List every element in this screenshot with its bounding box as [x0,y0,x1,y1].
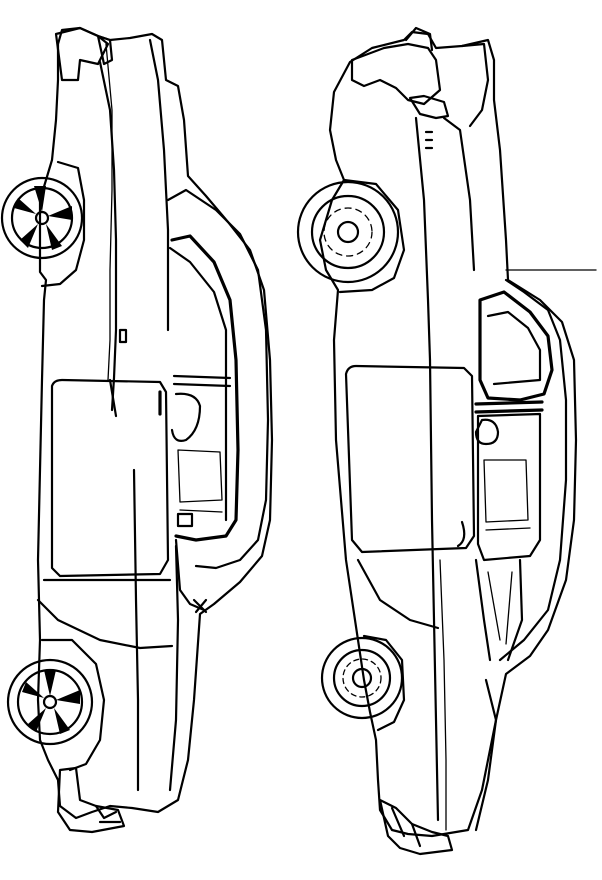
left-car-b-pillar [172,374,232,388]
right-car-hood-line [414,116,432,362]
right-car-rear-bumper [378,798,454,856]
left-car-rear-wheel [6,658,94,746]
right-car-rear-fender [356,558,440,630]
right-car-b-pillar [474,400,544,414]
left-car-front-wheel [0,176,84,260]
right-car-seat [483,459,531,531]
right-car [296,26,597,856]
right-car-grille [408,94,450,120]
left-car-rear-emblem [192,598,208,614]
right-car-rear-glass-lines [487,571,513,645]
right-car-roof [498,278,568,662]
left-car-body-outline [36,26,274,820]
right-car-front-bumper [350,42,442,106]
right-car-rear-window [476,412,542,562]
right-car-hood-line-2 [442,116,476,272]
left-car-hood-line [98,60,118,412]
left-car-rear-wheel-arch [40,638,106,772]
right-car-side-trim-2 [439,559,447,831]
right-car-rear-deck [474,558,524,662]
right-car-front-arch [338,178,406,294]
right-car-side-trim [428,358,440,822]
right-car-steering [474,418,500,446]
left-car-fender-crease-2 [105,43,113,381]
left-car-rear-bumper [56,766,126,834]
left-car-antenna [108,378,118,418]
left-car-window-frame [168,246,228,522]
left-car-rear-fender [36,598,174,650]
left-car [0,26,274,834]
right-car-rear-arch [362,634,406,732]
right-car-window-inner [486,310,542,386]
left-car-taillight [94,804,122,824]
left-car-front-wheel-arch [40,160,86,288]
left-car-windshield [170,234,240,542]
left-car-door [50,378,170,578]
right-car-windshield [478,290,554,402]
left-car-roof [166,188,270,570]
left-car-steering [170,392,202,442]
right-car-body-outline [318,30,578,838]
left-car-rear-deck [174,538,206,612]
left-car-seat [177,449,223,513]
left-car-fender-crease [148,38,170,332]
left-car-fin-edge [168,544,180,792]
left-car-vent [118,328,128,344]
right-car-rear-fin [474,678,498,832]
left-car-front-fin [96,34,114,66]
left-car-mirror [176,512,194,528]
left-car-front-bumper [54,26,110,82]
right-car-front-fin [460,42,490,128]
right-car-front-wheel [296,180,400,284]
right-car-door-handle [456,520,466,548]
right-car-door [344,364,476,554]
left-car-side-trim [132,468,140,792]
right-car-taillight [390,806,422,848]
right-car-vent [424,130,434,150]
right-car-rear-wheel [320,636,404,720]
right-car-headlight-pod [404,26,434,52]
